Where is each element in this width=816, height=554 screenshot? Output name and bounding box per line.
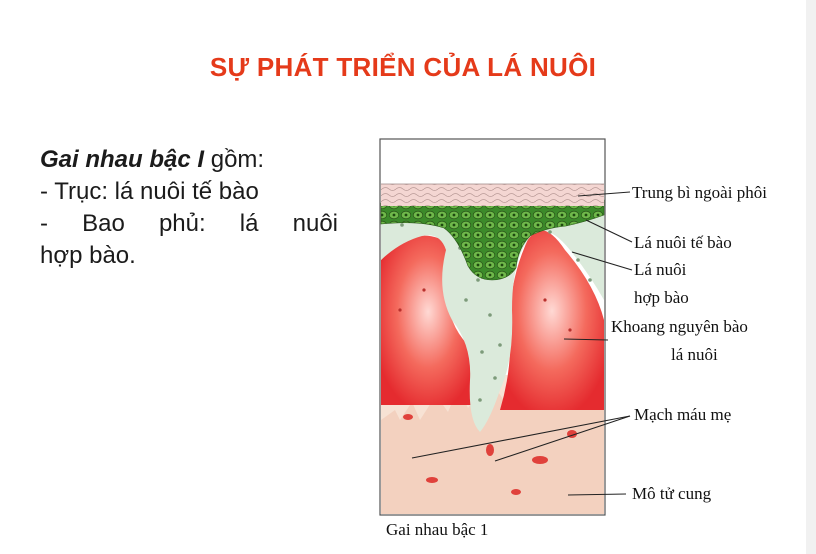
heading-rest: gồm: — [204, 146, 265, 173]
lacuna-right — [500, 230, 604, 410]
text-line-hop-bao: hợp bào. — [40, 242, 136, 269]
label-mach-mau-me: Mạch máu mẹ — [634, 405, 732, 424]
label-la-nuoi-hop-bao-1: Lá nuôi — [634, 260, 687, 279]
maternal-vessels — [403, 414, 577, 495]
mesoderm — [381, 184, 604, 206]
label-trung-bi: Trung bì ngoài phôi — [632, 183, 767, 202]
text-heading-line: Gai nhau bậc I gồm: — [40, 144, 338, 176]
text-line-truc: - Trục: lá nuôi tế bào — [40, 178, 259, 205]
pointer-lines — [411, 191, 633, 496]
label-khoang-2: lá nuôi — [671, 345, 718, 364]
label-la-nuoi-te-bao: Lá nuôi tế bào — [634, 233, 732, 252]
label-la-nuoi-hop-bao-2: hợp bào — [634, 288, 689, 307]
villus-diagram — [379, 138, 633, 516]
diagram-caption: Gai nhau bậc 1 — [386, 520, 489, 539]
cytotrophoblast — [380, 199, 605, 281]
description-text: Gai nhau bậc I gồm: - Trục: lá nuôi tế b… — [40, 144, 338, 272]
text-line-bao-phu: - Bao phủ: lá nuôi — [40, 210, 338, 237]
lacuna-dots — [398, 288, 572, 332]
heading-bold: Gai nhau bậc I — [40, 146, 205, 173]
lacuna-left — [381, 235, 476, 405]
syncytium-dots — [400, 223, 592, 402]
label-khoang-1: Khoang nguyên bào — [611, 317, 748, 336]
syncytium — [381, 210, 604, 432]
label-mo-tu-cung: Mô tử cung — [632, 484, 712, 503]
slide-title: SỰ PHÁT TRIỂN CỦA LÁ NUÔI — [209, 52, 597, 82]
slide-edge — [806, 0, 816, 554]
